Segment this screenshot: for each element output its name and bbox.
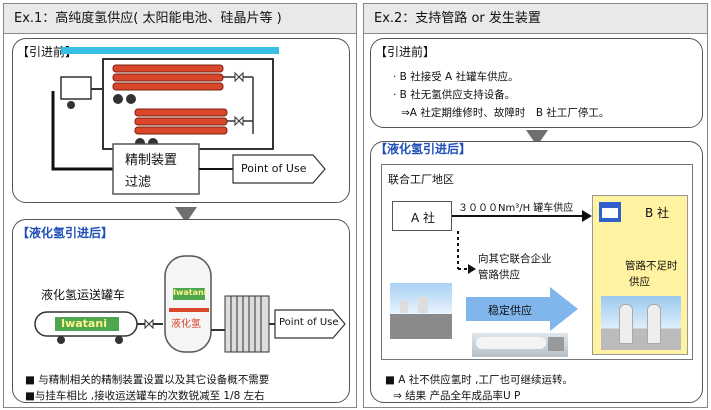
right-after-box: 【液化氢引进后】 联合工厂地区 A 社 ３０００Nm³/H 罐车供应 向其它联合… bbox=[370, 141, 703, 403]
tank-brand: Iwatani bbox=[173, 288, 207, 297]
right-panel-title: Ex.2：支持管路 or 发生装置 bbox=[364, 4, 707, 34]
truck-label: 液化氢运送罐车 bbox=[41, 288, 126, 302]
tanker-photo bbox=[472, 333, 568, 357]
right-panel: Ex.2：支持管路 or 发生装置 【引进前】 · B 社接受 A 社罐车供应。… bbox=[363, 3, 708, 408]
right-bullet-1: ■ A 社不供应氢时 ,工厂也可继续运转。 bbox=[385, 374, 573, 386]
right-after-label: 【液化氢引进后】 bbox=[375, 142, 472, 156]
left-panel: Ex.1：高纯度氢供应( 太阳能电池、硅晶片等 ) 【引进前】 bbox=[3, 3, 357, 408]
refine-line2: 过滤 bbox=[125, 175, 152, 190]
right-before-line2: · B 社无氢供应支持设备。 bbox=[393, 89, 516, 101]
left-bullet-1: ■ 与精制相关的精制装置设置以及其它设备概不需要 bbox=[25, 374, 270, 386]
point-of-use-label: Point of Use bbox=[241, 162, 307, 175]
area-label: 联合工厂地区 bbox=[388, 173, 454, 186]
refine-line1: 精制装置 bbox=[125, 153, 178, 168]
left-bullet-2: ■与挂车相比 ,接收运送罐车的次数锐减至 1/8 左右 bbox=[25, 390, 265, 402]
left-before-box: 【引进前】 bbox=[12, 38, 350, 203]
right-before-line1: · B 社接受 A 社罐车供应。 bbox=[393, 71, 519, 83]
supply-text: ３０００Nm³/H 罐车供应 bbox=[458, 203, 574, 214]
left-panel-title: Ex.1：高纯度氢供应( 太阳能电池、硅晶片等 ) bbox=[4, 4, 356, 34]
company-a-label: A 社 bbox=[411, 211, 436, 225]
left-after-label: 【液化氢引进后】 bbox=[17, 226, 114, 240]
company-b-box: B 社 管路不足时 供应 bbox=[592, 195, 688, 355]
plant-photo bbox=[390, 283, 452, 339]
shortage-line1: 管路不足时 bbox=[625, 260, 678, 272]
right-before-label: 【引进前】 bbox=[375, 45, 436, 59]
other-line1: 向其它联合企业 bbox=[478, 253, 552, 265]
industrial-area-box: 联合工厂地区 A 社 ３０００Nm³/H 罐车供应 向其它联合企业 管路供应 bbox=[381, 164, 693, 360]
other-line2: 管路供应 bbox=[478, 269, 520, 281]
tanker-diagram bbox=[34, 255, 346, 353]
storage-tanks-photo bbox=[601, 296, 681, 350]
right-before-line3: ⇒A 社定期维修时、故障时 B 社工厂停工。 bbox=[401, 107, 610, 119]
company-b-label: B 社 bbox=[645, 206, 670, 220]
left-after-box: 【液化氢引进后】 液化氢运送罐车 bbox=[12, 219, 350, 403]
right-bullet-2: ⇒ 结果 产品全年成品率U P bbox=[393, 390, 521, 402]
shortage-line2: 供应 bbox=[629, 276, 650, 288]
truck-brand: Iwatani bbox=[61, 317, 107, 330]
point-of-use-2-label: Point of Use bbox=[279, 317, 339, 328]
trailer-diagram bbox=[51, 47, 326, 195]
tank-text: 液化氢 bbox=[171, 319, 201, 330]
right-before-box: 【引进前】 · B 社接受 A 社罐车供应。 · B 社无氢供应支持设备。 ⇒A… bbox=[370, 38, 703, 128]
company-a-box: A 社 bbox=[392, 201, 452, 231]
stable-supply-label: 稳定供应 bbox=[488, 304, 532, 317]
factory-icon bbox=[599, 202, 621, 222]
